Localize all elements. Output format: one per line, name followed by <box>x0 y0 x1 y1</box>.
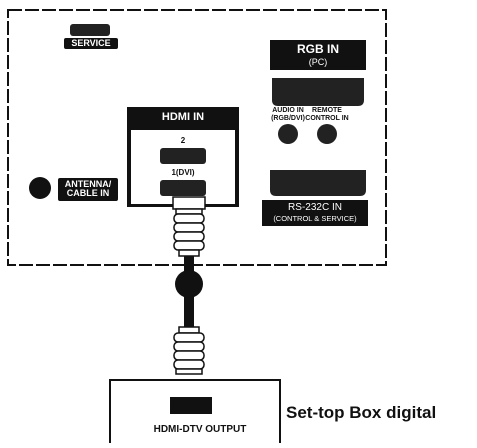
audio-in-jack <box>278 124 298 144</box>
hdmi-port-2-label: 2 <box>180 136 186 145</box>
rs232-label: RS-232C IN <box>288 202 342 213</box>
ferrite-core <box>175 270 203 298</box>
rgb-in-label: RGB IN <box>297 42 339 56</box>
antenna-label: ANTENNA/ CABLE IN <box>58 178 118 201</box>
hdmi-dtv-output-port <box>170 397 212 414</box>
remote-label: REMOTE <box>312 107 342 114</box>
rgb-in-sublabel: (PC) <box>308 57 328 67</box>
hdmi-port-2 <box>160 148 206 164</box>
hdmi-port-1 <box>160 180 206 196</box>
audio-in-sublabel: (RGB/DVI) <box>271 115 305 122</box>
rs232-port <box>270 170 366 196</box>
rgb-in-port <box>272 78 364 106</box>
rgb-label-box <box>270 40 366 70</box>
hdmi-in-label: HDMI IN <box>161 111 205 123</box>
service-port <box>70 24 110 36</box>
rs232-sublabel: (CONTROL & SERVICE) <box>273 214 357 223</box>
hdmi-port-1-label: 1(DVI) <box>171 168 195 177</box>
hdmi-cable-upper-connector <box>172 196 206 257</box>
hdmi-cable-lower-connector <box>173 326 205 375</box>
antenna-label-line2: CABLE IN <box>66 188 110 199</box>
antenna-jack <box>29 177 51 199</box>
service-label: SERVICE <box>64 38 118 50</box>
hdmi-output-label: HDMI-DTV OUTPUT <box>153 424 247 435</box>
antenna-label-line1: ANTENNA/ <box>64 179 112 189</box>
rs232-label-box <box>262 200 368 226</box>
remote-control-jack <box>317 124 337 144</box>
device-name: Set-top Box digital <box>286 403 437 422</box>
audio-in-label: AUDIO IN <box>272 107 304 114</box>
remote-sublabel: CONTROL IN <box>305 115 349 122</box>
